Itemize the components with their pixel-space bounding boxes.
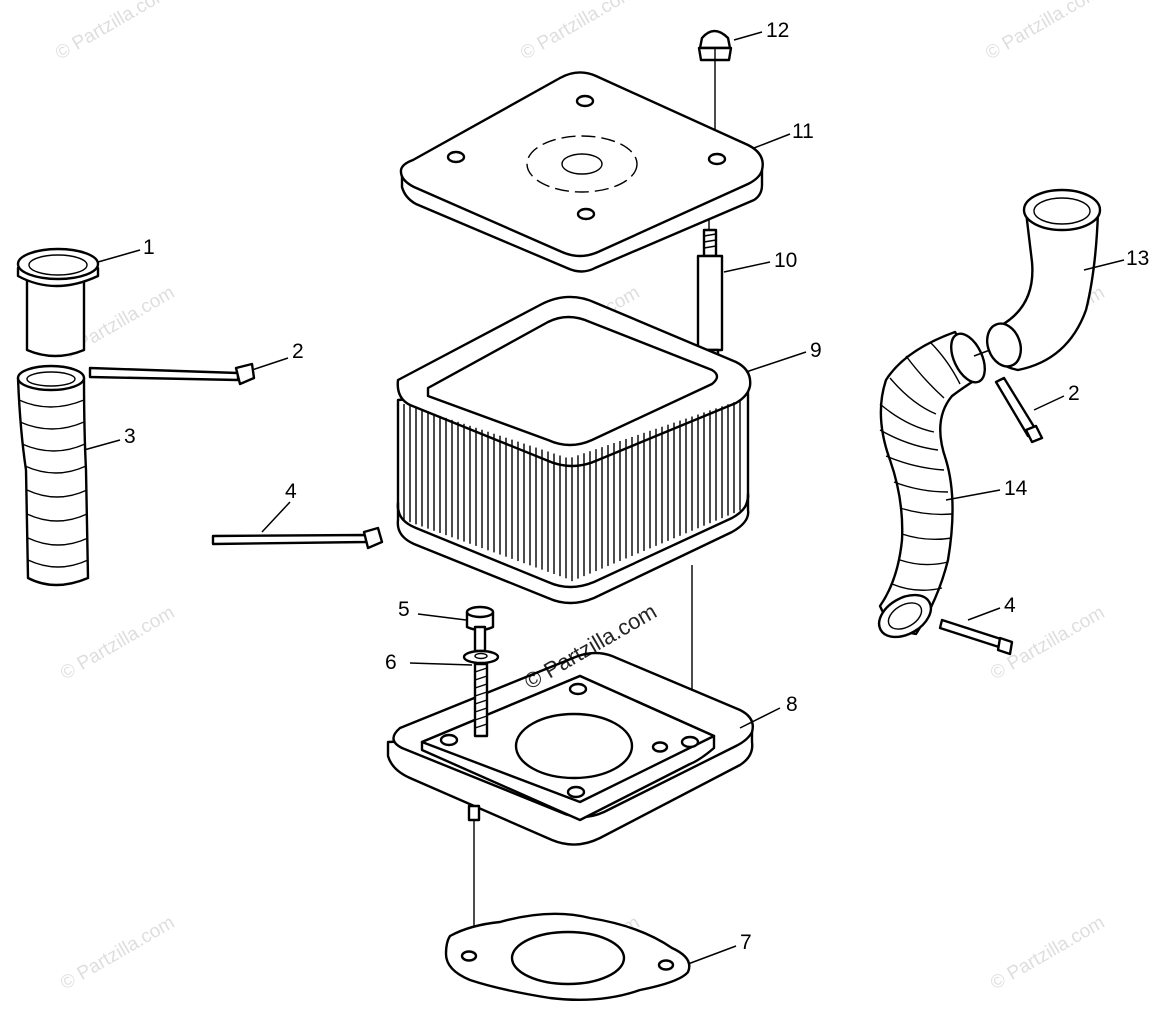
callout-13: 13 (1126, 247, 1149, 270)
callout-2: 2 (292, 340, 304, 363)
callout-4-right: 4 (1004, 594, 1016, 617)
watermark: © Partzilla.com (52, 0, 173, 64)
callout-2-right: 2 (1068, 382, 1080, 405)
part-8-base (386, 651, 754, 846)
callout-3: 3 (124, 425, 136, 448)
callout-11: 11 (792, 120, 814, 143)
watermark: © Partzilla.com (517, 0, 638, 64)
callout-labels: 1 2 3 4 5 6 7 8 9 10 11 12 13 2 14 4 (124, 19, 1149, 954)
part-12-cap-nut (697, 29, 733, 62)
part-5-screw (465, 605, 495, 653)
part-9-filter-element (396, 295, 752, 605)
part-14-hose (877, 330, 986, 639)
callout-4: 4 (285, 480, 297, 503)
callout-5: 5 (398, 598, 410, 621)
part-2-cable-tie-right (994, 376, 1044, 444)
callout-12: 12 (766, 19, 789, 42)
part-7-gasket (444, 912, 691, 1001)
part-1-sleeve (16, 247, 100, 358)
part-3-hose (16, 364, 90, 587)
watermark: © Partzilla.com (57, 602, 178, 684)
leader-lines (83, 31, 1125, 965)
callout-8: 8 (786, 693, 798, 716)
screw-threads (467, 662, 489, 822)
callout-14: 14 (1004, 477, 1028, 500)
filter-pleats (403, 400, 741, 582)
part-11-cover (399, 71, 764, 273)
callout-1: 1 (143, 236, 155, 259)
part-6-lock-washer (462, 649, 500, 665)
callout-7: 7 (740, 931, 752, 954)
watermark: © Partzilla.com (57, 912, 178, 994)
part-4-cable-tie-right (938, 618, 1014, 656)
part-2-cable-tie (88, 362, 256, 386)
callout-9: 9 (810, 339, 822, 362)
watermark: © Partzilla.com (982, 0, 1103, 64)
part-13-elbow (985, 188, 1102, 372)
callout-6: 6 (385, 651, 397, 674)
watermark: © Partzilla.com (987, 912, 1108, 994)
part-4-cable-tie (211, 526, 384, 550)
callout-10: 10 (774, 249, 797, 272)
